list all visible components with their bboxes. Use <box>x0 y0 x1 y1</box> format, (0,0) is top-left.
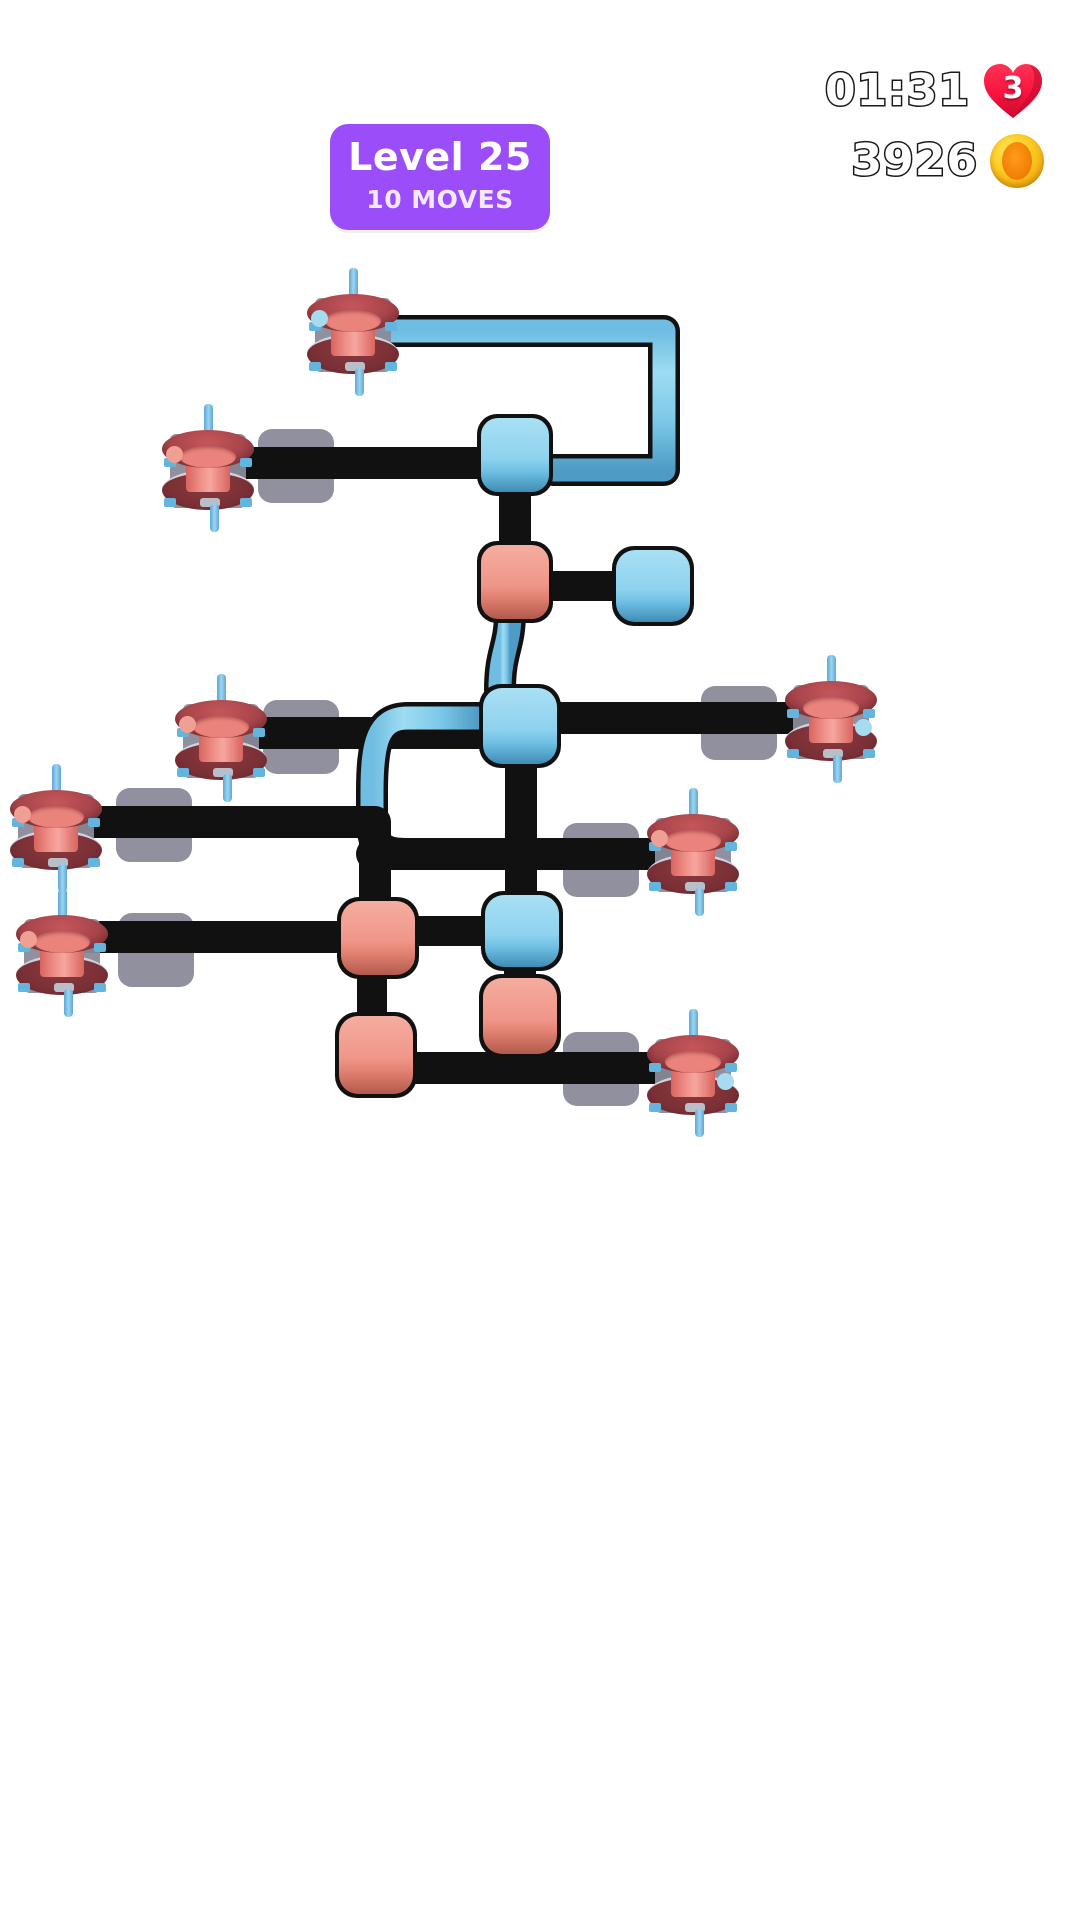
spool-corner <box>240 498 252 507</box>
spool-corner <box>12 858 24 867</box>
spool-corner <box>88 858 100 867</box>
lives-count: 3 <box>1002 71 1024 106</box>
spool-bottom-right[interactable] <box>645 1009 741 1137</box>
pipe-blue-n2-n4[interactable] <box>484 596 526 706</box>
spool-disc-top <box>647 1035 739 1073</box>
spool-connector-dot <box>14 806 31 823</box>
spool-corner <box>725 882 737 891</box>
spool-corner <box>385 362 397 371</box>
spool-right-lower[interactable] <box>645 788 741 916</box>
spool-corner <box>725 1063 737 1072</box>
spool-peg-bottom-icon <box>64 989 73 1017</box>
spool-corner <box>309 362 321 371</box>
coins-row: 3926 <box>850 134 1044 188</box>
spool-corner <box>787 709 799 718</box>
spool-corner <box>725 1103 737 1112</box>
node-red-n5[interactable] <box>337 897 419 979</box>
moves-label: 10 MOVES <box>366 184 514 214</box>
spool-corner <box>649 1063 661 1072</box>
spool-corner <box>177 768 189 777</box>
spool-knob <box>200 498 220 507</box>
spool-top[interactable] <box>305 268 401 396</box>
spool-peg-top-icon <box>689 788 698 818</box>
spool-corner <box>863 749 875 758</box>
spool-peg-top-icon <box>827 655 836 685</box>
spool-connector-dot <box>20 931 37 948</box>
spool-corner <box>649 882 661 891</box>
spool-connector-dot <box>179 716 196 733</box>
node-blue-n3[interactable] <box>612 546 694 626</box>
spool-peg-top-icon <box>689 1009 698 1039</box>
spool-corner <box>385 322 397 331</box>
node-blue-n6[interactable] <box>481 891 563 971</box>
spool-disc-top <box>785 681 877 719</box>
spool-corner <box>94 983 106 992</box>
spool-corner <box>240 458 252 467</box>
spool-corner <box>863 709 875 718</box>
spool-peg-top-icon <box>217 674 226 704</box>
spool-knob <box>48 858 68 867</box>
spool-corner <box>18 943 30 952</box>
spool-upper-left[interactable] <box>160 404 256 532</box>
spool-peg-top-icon <box>349 268 358 298</box>
spool-mid-right[interactable] <box>783 655 879 783</box>
spool-corner <box>649 1103 661 1112</box>
spool-left-lower[interactable] <box>14 889 110 1017</box>
node-blue-n1[interactable] <box>477 414 553 496</box>
spool-knob <box>345 362 365 371</box>
spool-connector-dot <box>651 830 668 847</box>
spool-connector-dot <box>311 310 328 327</box>
spool-corner <box>164 498 176 507</box>
level-badge: Level 25 10 MOVES <box>330 124 550 230</box>
lives-indicator: 3 <box>982 62 1044 120</box>
spool-corner <box>309 322 321 331</box>
spool-corner <box>253 728 265 737</box>
spool-knob <box>685 882 705 891</box>
node-red-n8[interactable] <box>335 1012 417 1098</box>
spool-peg-top-icon <box>58 889 67 919</box>
spool-corner <box>94 943 106 952</box>
timer-row: 01:31 3 <box>823 62 1044 120</box>
timer-value: 01:31 <box>823 65 970 116</box>
spool-peg-bottom-icon <box>210 504 219 532</box>
spool-corner <box>787 749 799 758</box>
spool-connector-dot <box>166 446 183 463</box>
spool-mid-left[interactable] <box>173 674 269 802</box>
spool-peg-bottom-icon <box>355 368 364 396</box>
spool-peg-bottom-icon <box>695 888 704 916</box>
spool-peg-bottom-icon <box>695 1109 704 1137</box>
hud: 01:31 3 3926 <box>823 62 1044 188</box>
spool-peg-bottom-icon <box>833 755 842 783</box>
spool-corner <box>725 842 737 851</box>
spool-left-upper[interactable] <box>8 764 104 892</box>
node-blue-n4[interactable] <box>479 684 561 768</box>
spool-peg-top-icon <box>204 404 213 434</box>
spool-corner <box>12 818 24 827</box>
spool-corner <box>649 842 661 851</box>
spool-connector-dot <box>717 1073 734 1090</box>
spool-knob <box>685 1103 705 1112</box>
pipe-blue-top[interactable] <box>356 315 680 486</box>
spool-peg-bottom-icon <box>58 864 67 892</box>
spool-corner <box>18 983 30 992</box>
spool-knob <box>54 983 74 992</box>
spool-peg-top-icon <box>52 764 61 794</box>
spool-corner <box>164 458 176 467</box>
heart-icon <box>984 64 1042 118</box>
spool-corner <box>177 728 189 737</box>
spool-knob <box>823 749 843 758</box>
coin-icon <box>990 134 1044 188</box>
node-red-n2[interactable] <box>477 541 553 623</box>
spool-corner <box>88 818 100 827</box>
spool-connector-dot <box>855 719 872 736</box>
spool-corner <box>253 768 265 777</box>
page-title: Level 25 <box>348 135 532 179</box>
node-red-n7[interactable] <box>479 974 561 1058</box>
spool-knob <box>213 768 233 777</box>
coins-value: 3926 <box>850 135 978 186</box>
spool-peg-bottom-icon <box>223 774 232 802</box>
